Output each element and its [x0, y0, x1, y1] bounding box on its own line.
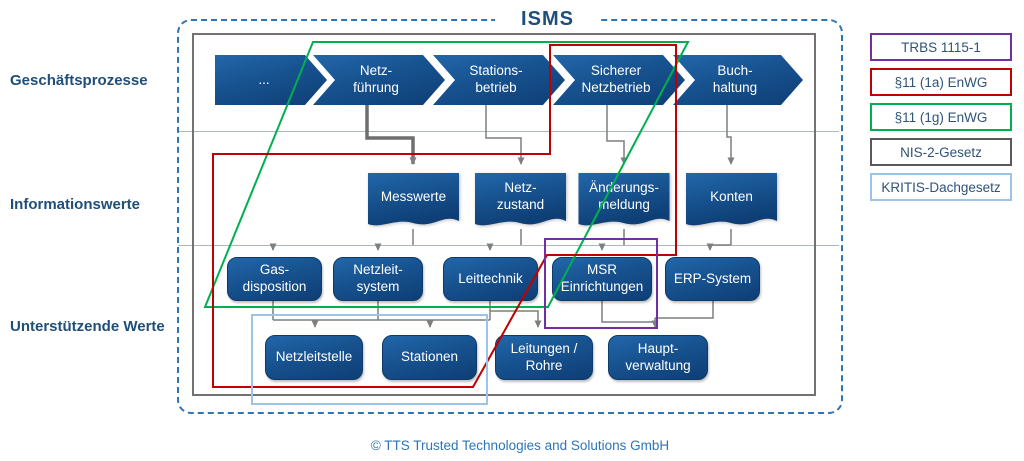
- box-erp-system: ERP-System: [665, 257, 760, 301]
- document-label: Netz- zustand: [496, 180, 545, 212]
- row-label-geschaeftsprozesse: Geschäftsprozesse: [10, 72, 148, 89]
- document-netzzustand: Netz- zustand: [475, 173, 566, 231]
- row-label-informationswerte: Informationswerte: [10, 196, 141, 213]
- process-arrow-buchhaltung: Buch- haltung: [673, 55, 803, 105]
- box-netzleitstelle: Netzleitstelle: [265, 335, 363, 380]
- inner-frame: [192, 33, 816, 396]
- process-arrow-ellipsis: ...: [215, 55, 327, 105]
- legend-11-1a-enwg: §11 (1a) EnWG: [870, 68, 1012, 96]
- document-label: Konten: [710, 188, 753, 204]
- document-konten: Konten: [686, 173, 777, 231]
- document-shape: [686, 173, 777, 226]
- document-label: Messwerte: [380, 188, 447, 204]
- document-label: Änderungs- meldung: [589, 180, 659, 212]
- box-leitungen-rohre: Leitungen / Rohre: [495, 335, 593, 380]
- row-label-unterstuetzende-werte: Unterstützende Werte: [10, 318, 165, 335]
- document-aenderungsmeldung: Änderungs- meldung: [578, 173, 670, 231]
- document-messwerte: Messwerte: [368, 173, 459, 231]
- legend-11-1g-enwg: §11 (1g) EnWG: [870, 103, 1012, 131]
- copyright-text: © TTS Trusted Technologies and Solutions…: [370, 438, 670, 453]
- legend-nis-2-gesetz: NIS-2-Gesetz: [870, 138, 1012, 166]
- box-leittechnik: Leittechnik: [443, 257, 538, 301]
- box-netzleitsystem: Netzleit- system: [333, 257, 423, 301]
- legend-kritis-dachgesetz: KRITIS-Dachgesetz: [870, 173, 1012, 201]
- box-msr-einrichtungen: MSR Einrichtungen: [552, 257, 652, 301]
- diagram-title: ISMS: [495, 6, 600, 33]
- legend-trbs-1115-1: TRBS 1115-1: [870, 33, 1012, 61]
- box-gasdisposition: Gas- disposition: [227, 257, 322, 301]
- box-hauptverwaltung: Haupt- verwaltung: [608, 335, 708, 380]
- box-stationen: Stationen: [382, 335, 477, 380]
